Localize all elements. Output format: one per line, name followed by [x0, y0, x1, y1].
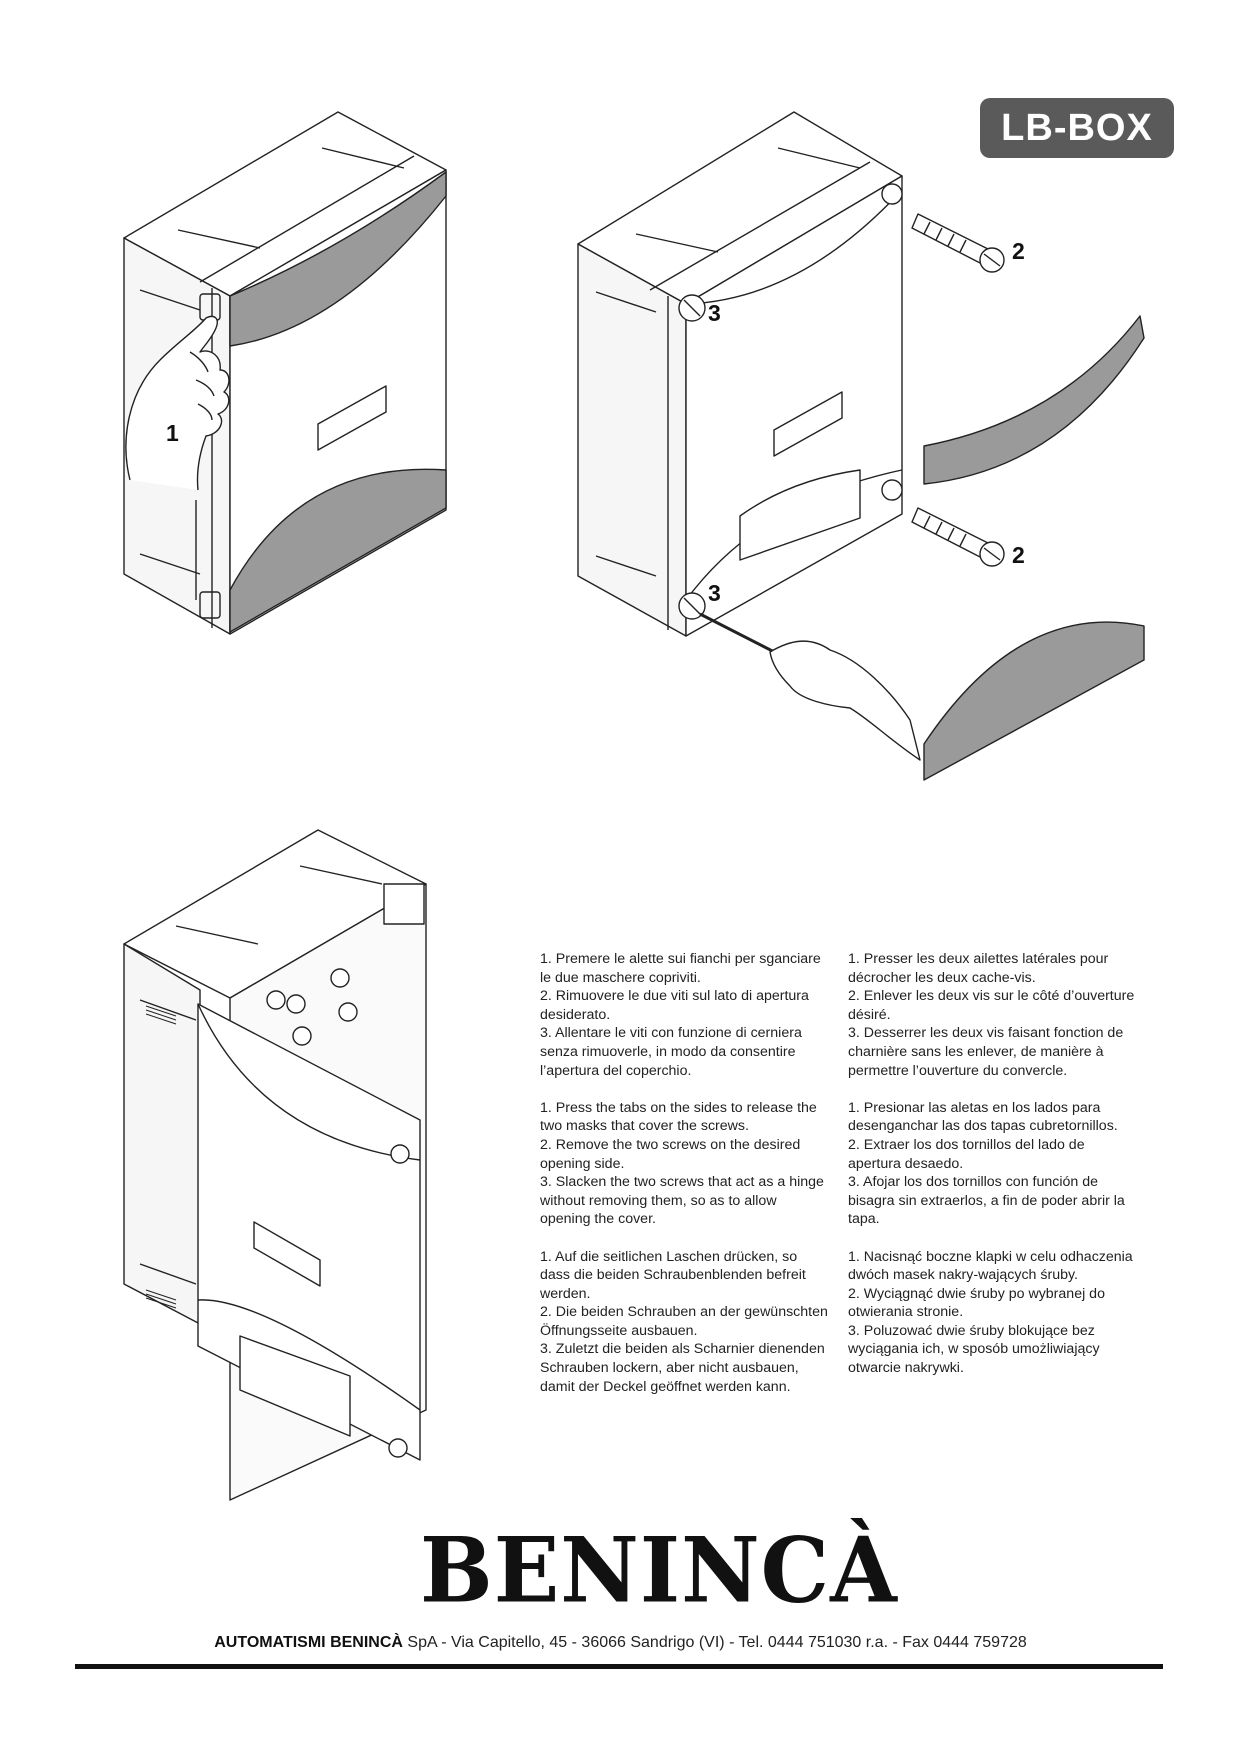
instructions-english: 1. Press the tabs on the sides to releas… — [540, 1099, 830, 1229]
instruction-step: 1. Nacisnąć boczne klapki w celu odhacze… — [848, 1248, 1133, 1284]
instruction-step: 2. Remove the two screws on the desired … — [540, 1136, 801, 1172]
instructions-left-column: 1. Premere le alette sui fianchi per sga… — [540, 950, 830, 1415]
instruction-step: 3. Desserrer les deux vis faisant foncti… — [848, 1025, 1124, 1079]
company-footer: AUTOMATISMI BENINCÀ SpA - Via Capitello,… — [0, 1634, 1241, 1652]
instruction-step: 1. Press the tabs on the sides to releas… — [540, 1099, 817, 1135]
instructions-polish: 1. Nacisnąć boczne klapki w celu odhacze… — [848, 1248, 1138, 1378]
instructions-french: 1. Presser les deux ailettes latérales p… — [848, 950, 1138, 1080]
fig2-hinge-callout-top: 3 — [708, 300, 721, 326]
footer-rule — [75, 1664, 1163, 1669]
product-badge-label: LB-BOX — [1001, 106, 1153, 149]
fig1-step-callout: 1 — [166, 420, 179, 446]
instruction-step: 1. Auf die seitlichen Laschen drücken, s… — [540, 1248, 806, 1302]
instruction-step: 2. Die beiden Schrauben an der gewünscht… — [540, 1304, 828, 1339]
figure-2-screw-removal — [577, 111, 1145, 781]
instructions-italian: 1. Premere le alette sui fianchi per sga… — [540, 950, 830, 1080]
instruction-step: 2. Extraer los dos tornillos del lado de… — [848, 1136, 1085, 1172]
instructions-spanish: 1. Presionar las aletas en los lados par… — [848, 1099, 1138, 1229]
footer-company-details: SpA - Via Capitello, 45 - 36066 Sandrigo… — [402, 1634, 1027, 1651]
instruction-step: 1. Premere le alette sui fianchi per sga… — [540, 951, 821, 986]
instruction-step: 3. Afojar los dos tornillos con función … — [848, 1174, 1125, 1228]
instruction-step: 1. Presser les deux ailettes latérales p… — [848, 951, 1109, 986]
fig2-screw-callout-top: 2 — [1012, 238, 1025, 264]
instruction-step: 3. Poluzować dwie śruby blokujące bez wy… — [848, 1322, 1100, 1377]
instruction-step: 3. Slacken the two screws that act as a … — [540, 1174, 824, 1228]
figure-1-closed-box — [123, 111, 447, 635]
instruction-step: 3. Allentare le viti con funzione di cer… — [540, 1025, 802, 1079]
instruction-step: 3. Zuletzt die beiden als Scharnier dien… — [540, 1341, 825, 1395]
product-badge: LB-BOX — [980, 98, 1174, 158]
footer-company-name: AUTOMATISMI BENINCÀ — [214, 1634, 403, 1651]
instructions-right-column: 1. Presser les deux ailettes latérales p… — [848, 950, 1138, 1396]
instruction-step: 2. Rimuovere le due viti sul lato di ape… — [540, 988, 809, 1023]
fig2-screw-callout-bottom: 2 — [1012, 542, 1025, 568]
instruction-step: 1. Presionar las aletas en los lados par… — [848, 1099, 1118, 1135]
instruction-step: 2. Wyciągnąć dwie śruby po wybranej do o… — [848, 1285, 1105, 1321]
instruction-step: 2. Enlever les deux vis sur le côté d’ou… — [848, 988, 1135, 1023]
brand-logo: BENINCÀ — [420, 1517, 898, 1624]
figure-3-open-cover — [123, 829, 427, 1501]
instructions-german: 1. Auf die seitlichen Laschen drücken, s… — [540, 1248, 830, 1397]
fig2-hinge-callout-bottom: 3 — [708, 580, 721, 606]
